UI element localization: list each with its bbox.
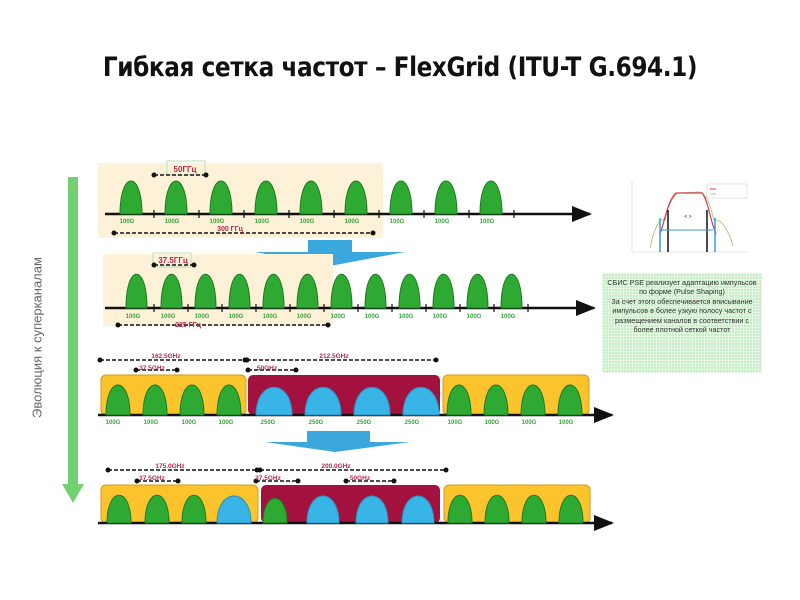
channel-label: 100G [300,219,315,225]
row-superchannel-optimized: 175.0GHz 200.0GHz 37.5GHz 37.5GHz 50GHz [98,463,614,531]
span-label: 200.0GHz [321,463,351,470]
channel-label: 100G [365,314,380,320]
row-superchannel-mixed: 100G 100G 100G 100G 250G 250G 250G 250G … [97,353,614,426]
slide-title: Гибкая сетка частот – FlexGrid (ITU-T G.… [102,52,698,83]
spacing-label: 37.5ГГц [158,256,188,265]
channel-label: 250G [309,420,324,426]
channel-label: 100G [485,420,500,426]
channel-label: 100G [297,314,312,320]
channel-label: 100G [399,314,414,320]
channel-label: 250G [357,420,372,426]
evolution-arrow-icon [62,177,84,503]
channel-label: 100G [161,314,176,320]
channel-label: 100G [448,420,463,426]
span-label: 162.5GHz [151,353,181,360]
channel-label: 100G [106,420,121,426]
span-label: 212.5GHz [319,353,349,360]
channel-label: 100G [467,314,482,320]
down-arrow-icon [255,240,405,266]
channel-label: 100G [501,314,516,320]
channel-label: 100G [480,219,495,225]
channel-label: 100G [120,219,135,225]
span-label: 300 ГГц [217,226,244,233]
spacing-label: 50GHz [350,475,371,482]
channel-label: 100G [263,314,278,320]
spacing-label: 37.5GHz [255,475,281,482]
channel-label: 100G [126,314,141,320]
channel-label: 100G [144,420,159,426]
spacing-label: 50ГГц [174,165,197,174]
channel-label: 250G [405,420,420,426]
span-label: 175.0GHz [155,463,185,470]
down-arrow-icon [265,431,410,452]
span-label: 225 ГГц [175,322,202,329]
channel-block-maroon [261,485,440,523]
channel-label: 100G [433,314,448,320]
channel-label: 100G [210,219,225,225]
spacing-label: 37.5GHz [139,475,165,482]
channel-label: 100G [435,219,450,225]
pulse-shaping-note: СБИС PSE реализует адаптацию импульсов п… [602,273,762,373]
spacing-label: 37.5GHz [139,365,165,372]
row-fixed-grid: 100G 100G 100G 100G 100G 100G 100G 100G … [98,160,592,238]
row-flex-grid: 100G 100G 100G 100G 100G 100G 100G 100G … [103,252,596,329]
channel-label: 100G [255,219,270,225]
channel-label: 250G [261,420,276,426]
spectrum-plot-thumbnail: < > [622,174,752,262]
channel-label: 100G [345,219,360,225]
channel-label: 100G [219,420,234,426]
channel-label: 100G [195,314,210,320]
channel-label: 100G [522,420,537,426]
channel-label: 100G [229,314,244,320]
note-line-2: За счет этого обеспечивается вписывание … [611,296,753,335]
channel-label: 100G [390,219,405,225]
channel-label: 100G [559,420,574,426]
channel-label: 100G [331,314,346,320]
channel-block-maroon [248,375,440,415]
evolution-label: Эволюция к суперканалам [29,257,45,418]
channel-label: 100G [165,219,180,225]
note-line-1: СБИС PSE реализует адаптацию импульсов п… [607,278,757,297]
channel-label: 100G [182,420,197,426]
svg-text:< >: < > [684,214,691,220]
spacing-label: 50GHz [257,365,278,372]
